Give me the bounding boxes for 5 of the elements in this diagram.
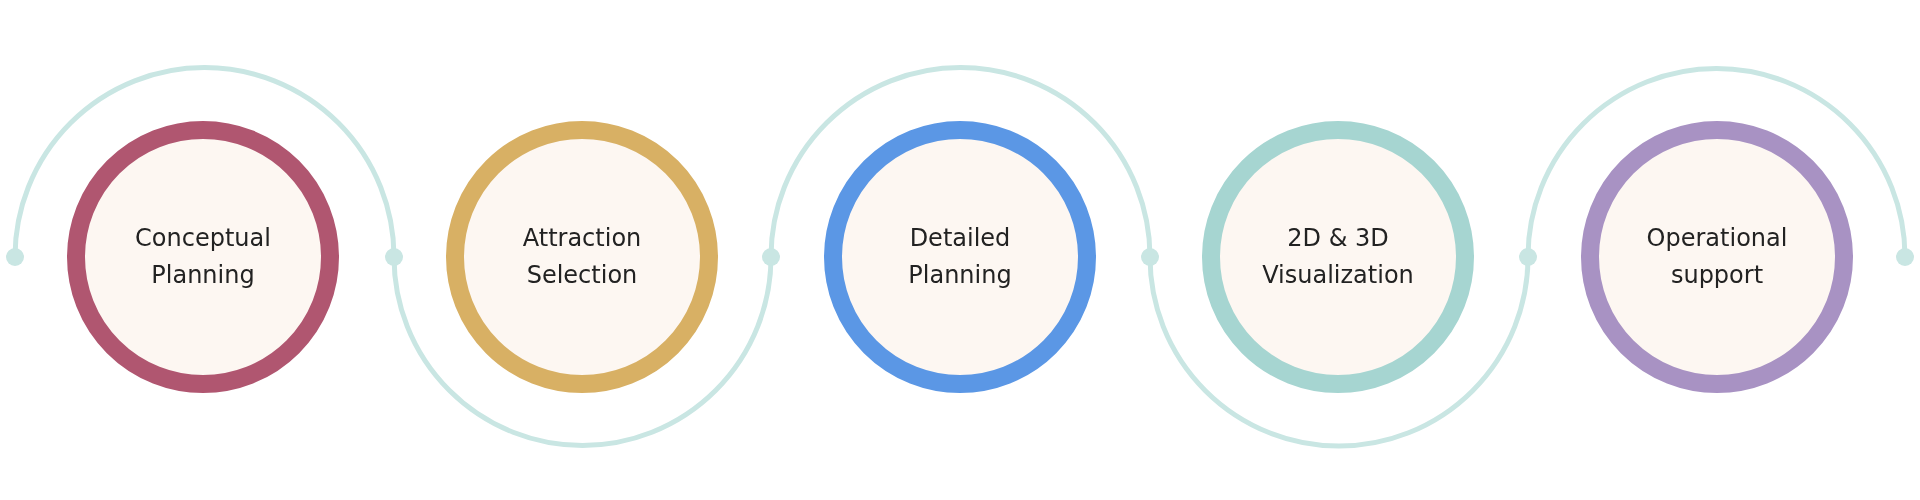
step-label: Detailed Planning xyxy=(907,223,1013,291)
step-label: Conceptual Planning xyxy=(134,223,272,291)
step-label: Operational support xyxy=(1645,223,1789,291)
step-label: 2D & 3D Visualization xyxy=(1261,223,1415,291)
step-label: Attraction Selection xyxy=(521,223,643,291)
